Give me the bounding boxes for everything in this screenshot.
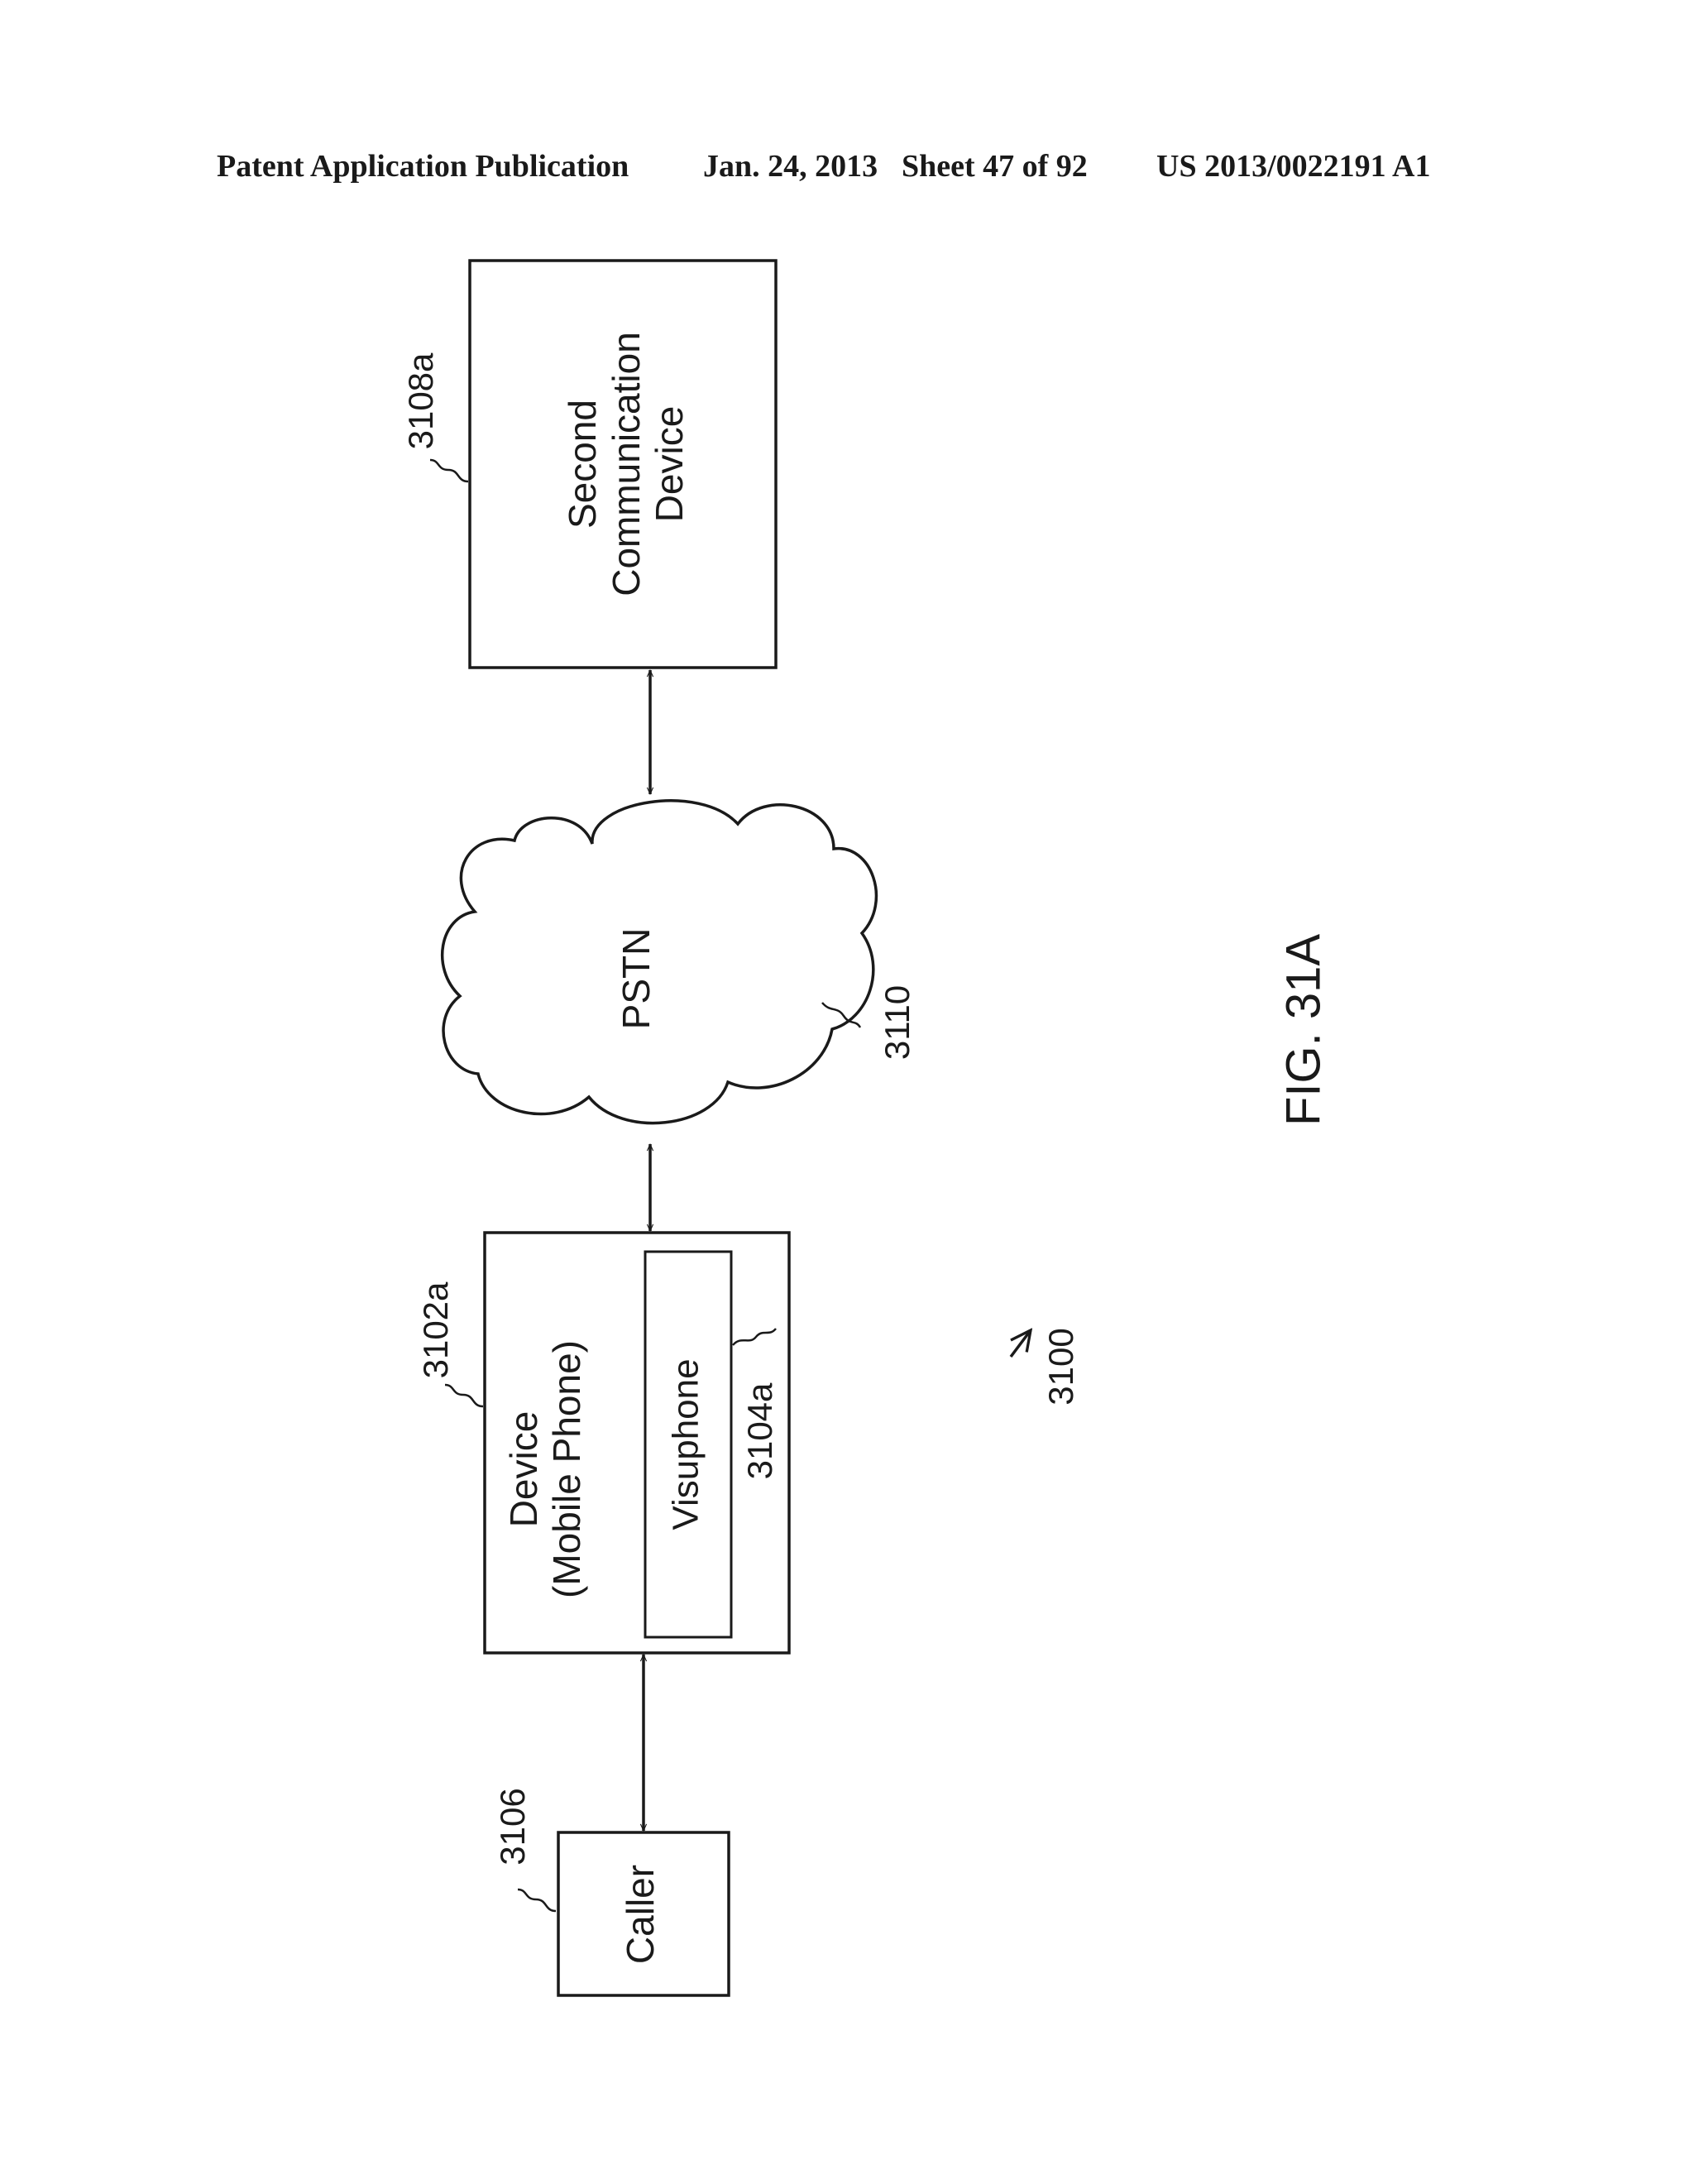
second-device-label-line3: Device — [648, 406, 691, 523]
caller-ref: 3106 — [493, 1788, 532, 1865]
pstn-ref: 3110 — [878, 985, 916, 1060]
visuphone-box — [644, 1250, 733, 1639]
second-device-ref: 3108a — [401, 352, 440, 449]
header-number: US 2013/0022191 A1 — [1156, 149, 1431, 184]
header-publication: Patent Application Publication — [217, 149, 629, 184]
pstn-leader — [821, 1002, 862, 1028]
device-ref: 3102a — [416, 1281, 455, 1378]
second-device-box — [468, 259, 778, 669]
device-label-line2: (Mobile Phone) — [545, 1340, 588, 1598]
system-ref: 3100 — [1041, 1328, 1080, 1405]
pstn-label: PSTN — [615, 928, 658, 1030]
device-label-line1: Device — [502, 1411, 545, 1528]
system-ref-arrow — [1009, 1330, 1031, 1358]
device-leader — [444, 1383, 484, 1408]
figure-label: FIG. 31A — [1276, 934, 1330, 1126]
header-date: Jan. 24, 2013 — [703, 149, 878, 184]
visuphone-label: Visuphone — [666, 1358, 706, 1530]
caller-label: Caller — [619, 1865, 662, 1964]
caller-leader — [517, 1888, 557, 1913]
second-device-leader — [429, 458, 469, 483]
visuphone-leader — [732, 1328, 777, 1346]
header-sheet: Sheet 47 of 92 — [902, 149, 1088, 184]
visuphone-ref: 3104a — [740, 1382, 779, 1479]
second-device-label-line2: Communication — [605, 332, 648, 596]
pstn-cloud — [440, 799, 878, 1125]
device-box — [483, 1231, 791, 1655]
caller-box — [557, 1831, 730, 1997]
second-device-label-line1: Second — [561, 400, 604, 529]
